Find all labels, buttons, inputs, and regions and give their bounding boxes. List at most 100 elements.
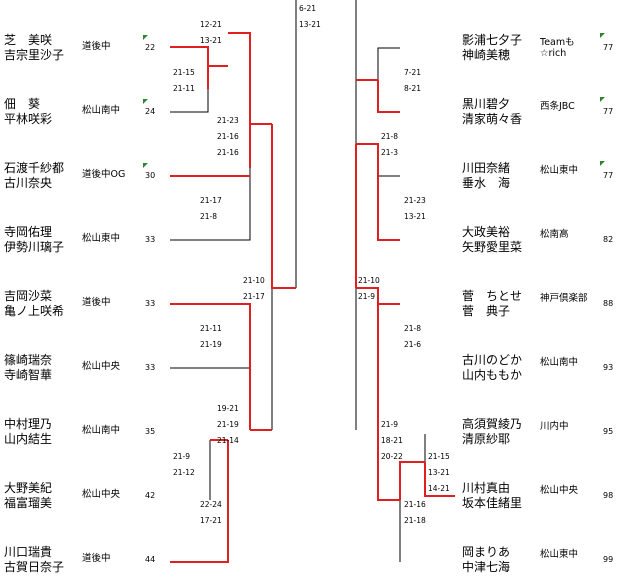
seed-number: 82 [603, 235, 614, 244]
match-score: 21-12 [173, 468, 195, 477]
flag-icon [600, 97, 605, 102]
player-name: 神崎美穂 [462, 48, 511, 62]
player-name: 影浦七夕子 [462, 33, 523, 47]
flag-icon [600, 161, 605, 166]
player-name: 川口瑞貴 [4, 545, 53, 559]
match-score: 21-9 [358, 292, 376, 301]
match-score: 21-16 [217, 148, 239, 157]
team-name: 松山南中 [82, 105, 121, 116]
match-score: 19-21 [217, 404, 239, 413]
player-name: 古川奈央 [4, 176, 53, 190]
seed-number: 93 [603, 363, 614, 372]
match-score: 21-14 [217, 436, 239, 445]
player-name: 中津七海 [462, 560, 511, 574]
player-name: 平林咲彩 [4, 112, 53, 126]
player-name: 矢野愛里菜 [462, 240, 523, 254]
player-name: 高須賀綾乃 [462, 417, 523, 431]
player-name: 山内ももか [462, 368, 523, 382]
team-name: Teamも☆rich [540, 37, 575, 59]
team-name: 西条JBC [540, 101, 575, 112]
match-score: 21-23 [217, 116, 239, 125]
seed-number: 24 [145, 107, 156, 116]
flag-icon [143, 99, 148, 104]
match-score: 18-21 [381, 436, 403, 445]
seed-number: 88 [603, 299, 614, 308]
match-score: 21-8 [404, 324, 422, 333]
seed-number: 22 [145, 43, 156, 52]
match-score: 21-8 [381, 132, 399, 141]
match-score: 21-17 [243, 292, 265, 301]
player-name: 菅 ちとせ [462, 289, 523, 303]
team-name: 道後中 [82, 297, 111, 308]
flag-icon [143, 163, 148, 168]
seed-number: 77 [603, 43, 614, 52]
player-name: 垂水 海 [462, 176, 511, 190]
seed-number: 33 [145, 299, 156, 308]
player-name: 伊勢川璃子 [4, 240, 65, 254]
match-score: 21-19 [200, 340, 222, 349]
match-score: 21-23 [404, 196, 426, 205]
player-name: 吉宗里沙子 [4, 48, 65, 62]
player-name: 川村真由 [462, 481, 511, 495]
winner-lines [170, 32, 455, 563]
player-name: 清家萌々香 [462, 112, 523, 126]
player-name: 清原紗耶 [462, 432, 511, 446]
match-score: 20-22 [381, 452, 403, 461]
player-name: 坂本佳緒里 [462, 496, 523, 510]
player-name: 大野美紀 [4, 481, 53, 495]
seed-number: 30 [145, 171, 156, 180]
team-name: 川内中 [540, 421, 569, 432]
match-score: 22-24 [200, 500, 222, 509]
match-score: 17-21 [200, 516, 222, 525]
seed-number: 99 [603, 555, 614, 564]
seed-number: 77 [603, 171, 614, 180]
player-name: 山内結生 [4, 432, 53, 446]
team-name: 松山中央 [82, 361, 121, 372]
player-name: 大政美裕 [462, 225, 511, 239]
seed-number: 35 [145, 427, 156, 436]
match-score: 21-8 [200, 212, 218, 221]
seed-number: 95 [603, 427, 614, 436]
match-score: 21-9 [381, 420, 399, 429]
team-name: 道後中OG [82, 169, 126, 180]
match-score: 21-16 [404, 500, 426, 509]
match-score: 13-21 [404, 212, 426, 221]
player-name: 芝 美咲 [4, 33, 53, 47]
match-score: 21-11 [173, 84, 195, 93]
player-name: 川田奈緒 [462, 161, 511, 175]
team-name: 神戸倶楽部 [540, 293, 588, 304]
seed-number: 42 [145, 491, 156, 500]
team-name: 松山東中 [540, 165, 579, 176]
match-score: 21-17 [200, 196, 222, 205]
match-score: 6-21 [299, 4, 317, 13]
match-score: 14-21 [428, 484, 450, 493]
flag-icon [600, 33, 605, 38]
flag-icon [143, 35, 148, 40]
seed-number: 44 [145, 555, 156, 564]
seed-number: 77 [603, 107, 614, 116]
match-score: 21-10 [243, 276, 265, 285]
team-name: 松山東中 [82, 233, 121, 244]
match-score: 13-21 [428, 468, 450, 477]
team-name: 道後中 [82, 41, 111, 52]
match-score: 21-10 [358, 276, 380, 285]
match-score: 13-21 [299, 20, 321, 29]
team-name: 松山南中 [540, 357, 579, 368]
player-name: 篠崎瑞奈 [4, 353, 53, 367]
match-score: 21-19 [217, 420, 239, 429]
team-name: 松山南中 [82, 425, 121, 436]
team-name: 松山中央 [82, 489, 121, 500]
match-score: 12-21 [200, 20, 222, 29]
player-name: 古川のどか [462, 353, 523, 367]
player-name: 佃 葵 [4, 97, 41, 111]
match-score: 21-3 [381, 148, 399, 157]
player-name: 寺岡佑理 [4, 225, 53, 239]
seed-number: 33 [145, 363, 156, 372]
match-score: 21-15 [428, 452, 450, 461]
player-name: 寺崎智華 [4, 368, 53, 382]
player-name: 黒川碧夕 [462, 97, 511, 111]
match-score: 21-16 [217, 132, 239, 141]
match-score: 21-11 [200, 324, 222, 333]
match-score: 7-21 [404, 68, 422, 77]
match-score: 13-21 [200, 36, 222, 45]
